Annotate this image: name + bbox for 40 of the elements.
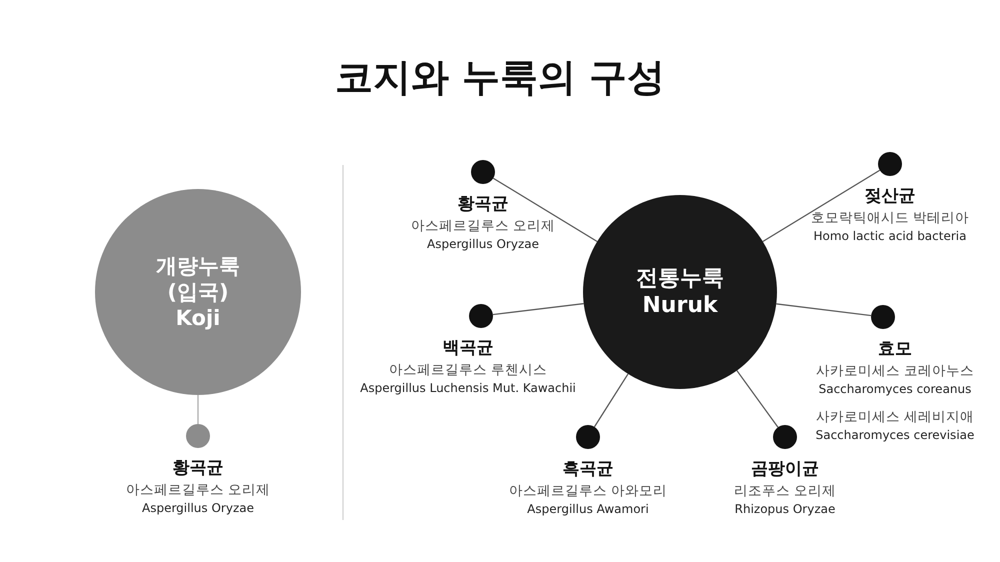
- node-label: 전통누룩 Nuruk: [635, 264, 725, 320]
- latin-name: Aspergillus Luchensis Mut. Kawachii: [360, 381, 576, 395]
- korean-name: 사카로미세스 코레아누스: [816, 362, 974, 380]
- korean-name: 리조푸스 오리제: [734, 482, 836, 500]
- korean-name: 호모락틱애시드 박테리아: [810, 209, 970, 227]
- group-heading: 효모: [878, 338, 912, 360]
- latin-name: Saccharomyces cerevisiae: [816, 428, 974, 442]
- connector-line: [594, 374, 629, 428]
- connector-line: [736, 370, 778, 428]
- group-heading: 황곡균: [458, 193, 508, 215]
- latin-name: Aspergillus Awamori: [527, 502, 649, 516]
- group-heading: 곰팡이균: [751, 458, 819, 480]
- group-heading: 흑곡균: [562, 458, 614, 480]
- group-heading: 백곡균: [442, 337, 494, 359]
- dot-node: [576, 425, 600, 449]
- korean-name: 아스페르길루스 아와모리: [508, 482, 668, 500]
- connector-line: [492, 303, 584, 316]
- korean-name: 아스페르길루스 오리제: [410, 217, 556, 235]
- dot-node: [878, 152, 902, 176]
- korean-name: 사카로미세스 세레비지애: [816, 408, 974, 426]
- group-heading: 황곡균: [172, 457, 224, 479]
- connector-line: [197, 395, 199, 424]
- connector-line: [776, 303, 872, 316]
- dot-node: [471, 160, 495, 184]
- node-label: 개량누룩 (입국) Koji: [155, 252, 241, 332]
- dot-node: [773, 425, 797, 449]
- korean-name: 아스페르길루스 루첸시스: [388, 361, 548, 379]
- dot-node: [469, 304, 493, 328]
- latin-name: Rhizopus Oryzae: [734, 502, 836, 516]
- latin-name: Saccharomyces coreanus: [818, 382, 972, 396]
- latin-name: Aspergillus Oryzae: [427, 237, 539, 251]
- connector-line: [762, 170, 880, 242]
- group-heading: 젖산균: [864, 185, 916, 207]
- korean-name: 아스페르길루스 오리제: [126, 481, 270, 499]
- dot-node: [186, 424, 210, 448]
- title: 코지와 누룩의 구성: [334, 54, 666, 101]
- connector-line: [492, 178, 598, 242]
- latin-name: Aspergillus Oryzae: [142, 501, 254, 515]
- latin-name: Homo lactic acid bacteria: [814, 229, 966, 243]
- dot-node: [871, 305, 895, 329]
